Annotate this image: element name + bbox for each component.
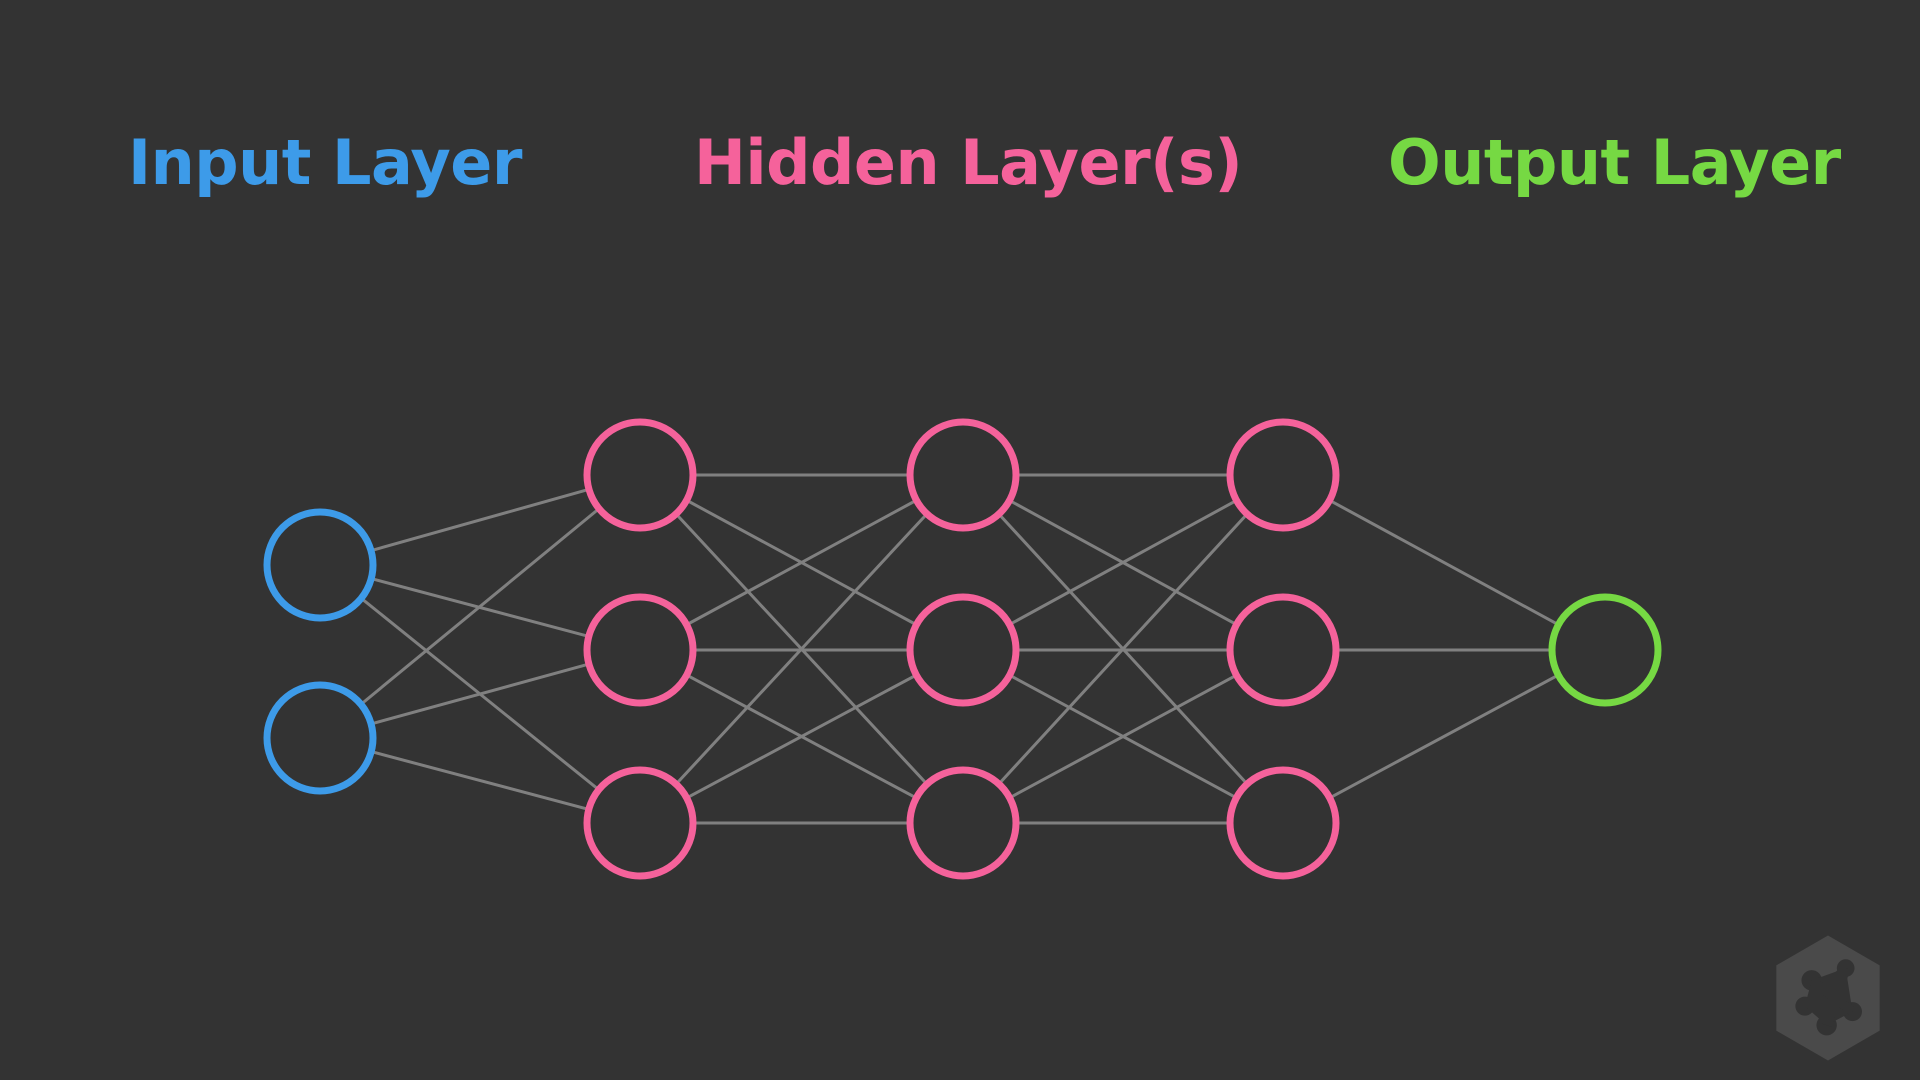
network-edge bbox=[685, 673, 918, 800]
network-edge bbox=[369, 662, 591, 726]
network-edge bbox=[369, 487, 591, 553]
node-hidden3-3[interactable] bbox=[1226, 766, 1340, 880]
network-edge bbox=[1008, 673, 1238, 800]
node-input-1[interactable] bbox=[263, 508, 377, 622]
network-edge bbox=[369, 750, 591, 811]
node-hidden2-3[interactable] bbox=[906, 766, 1020, 880]
network-edge bbox=[1328, 673, 1560, 800]
network-edge bbox=[997, 512, 1249, 786]
edges-group bbox=[359, 473, 1560, 825]
network-edge bbox=[359, 507, 601, 706]
network-edge bbox=[1328, 498, 1560, 627]
hidden-layer-label: Hidden Layer(s) bbox=[694, 126, 1243, 199]
neuron-splat-glyph bbox=[1795, 959, 1862, 1036]
node-input-2[interactable] bbox=[263, 681, 377, 795]
network-edge bbox=[1008, 498, 1238, 627]
output-layer-label: Output Layer bbox=[1388, 126, 1841, 199]
nodes-group bbox=[263, 418, 1662, 880]
node-hidden1-2[interactable] bbox=[583, 593, 697, 707]
node-hidden1-3[interactable] bbox=[583, 766, 697, 880]
node-hidden3-1[interactable] bbox=[1226, 418, 1340, 532]
node-output-1[interactable] bbox=[1548, 593, 1662, 707]
input-layer-label: Input Layer bbox=[128, 126, 522, 199]
node-hidden3-2[interactable] bbox=[1226, 593, 1340, 707]
node-hidden1-1[interactable] bbox=[583, 418, 697, 532]
brand-watermark-logo bbox=[1776, 935, 1880, 1061]
node-hidden2-1[interactable] bbox=[906, 418, 1020, 532]
network-edge bbox=[674, 512, 929, 786]
network-edge bbox=[685, 498, 918, 627]
node-hidden2-2[interactable] bbox=[906, 593, 1020, 707]
